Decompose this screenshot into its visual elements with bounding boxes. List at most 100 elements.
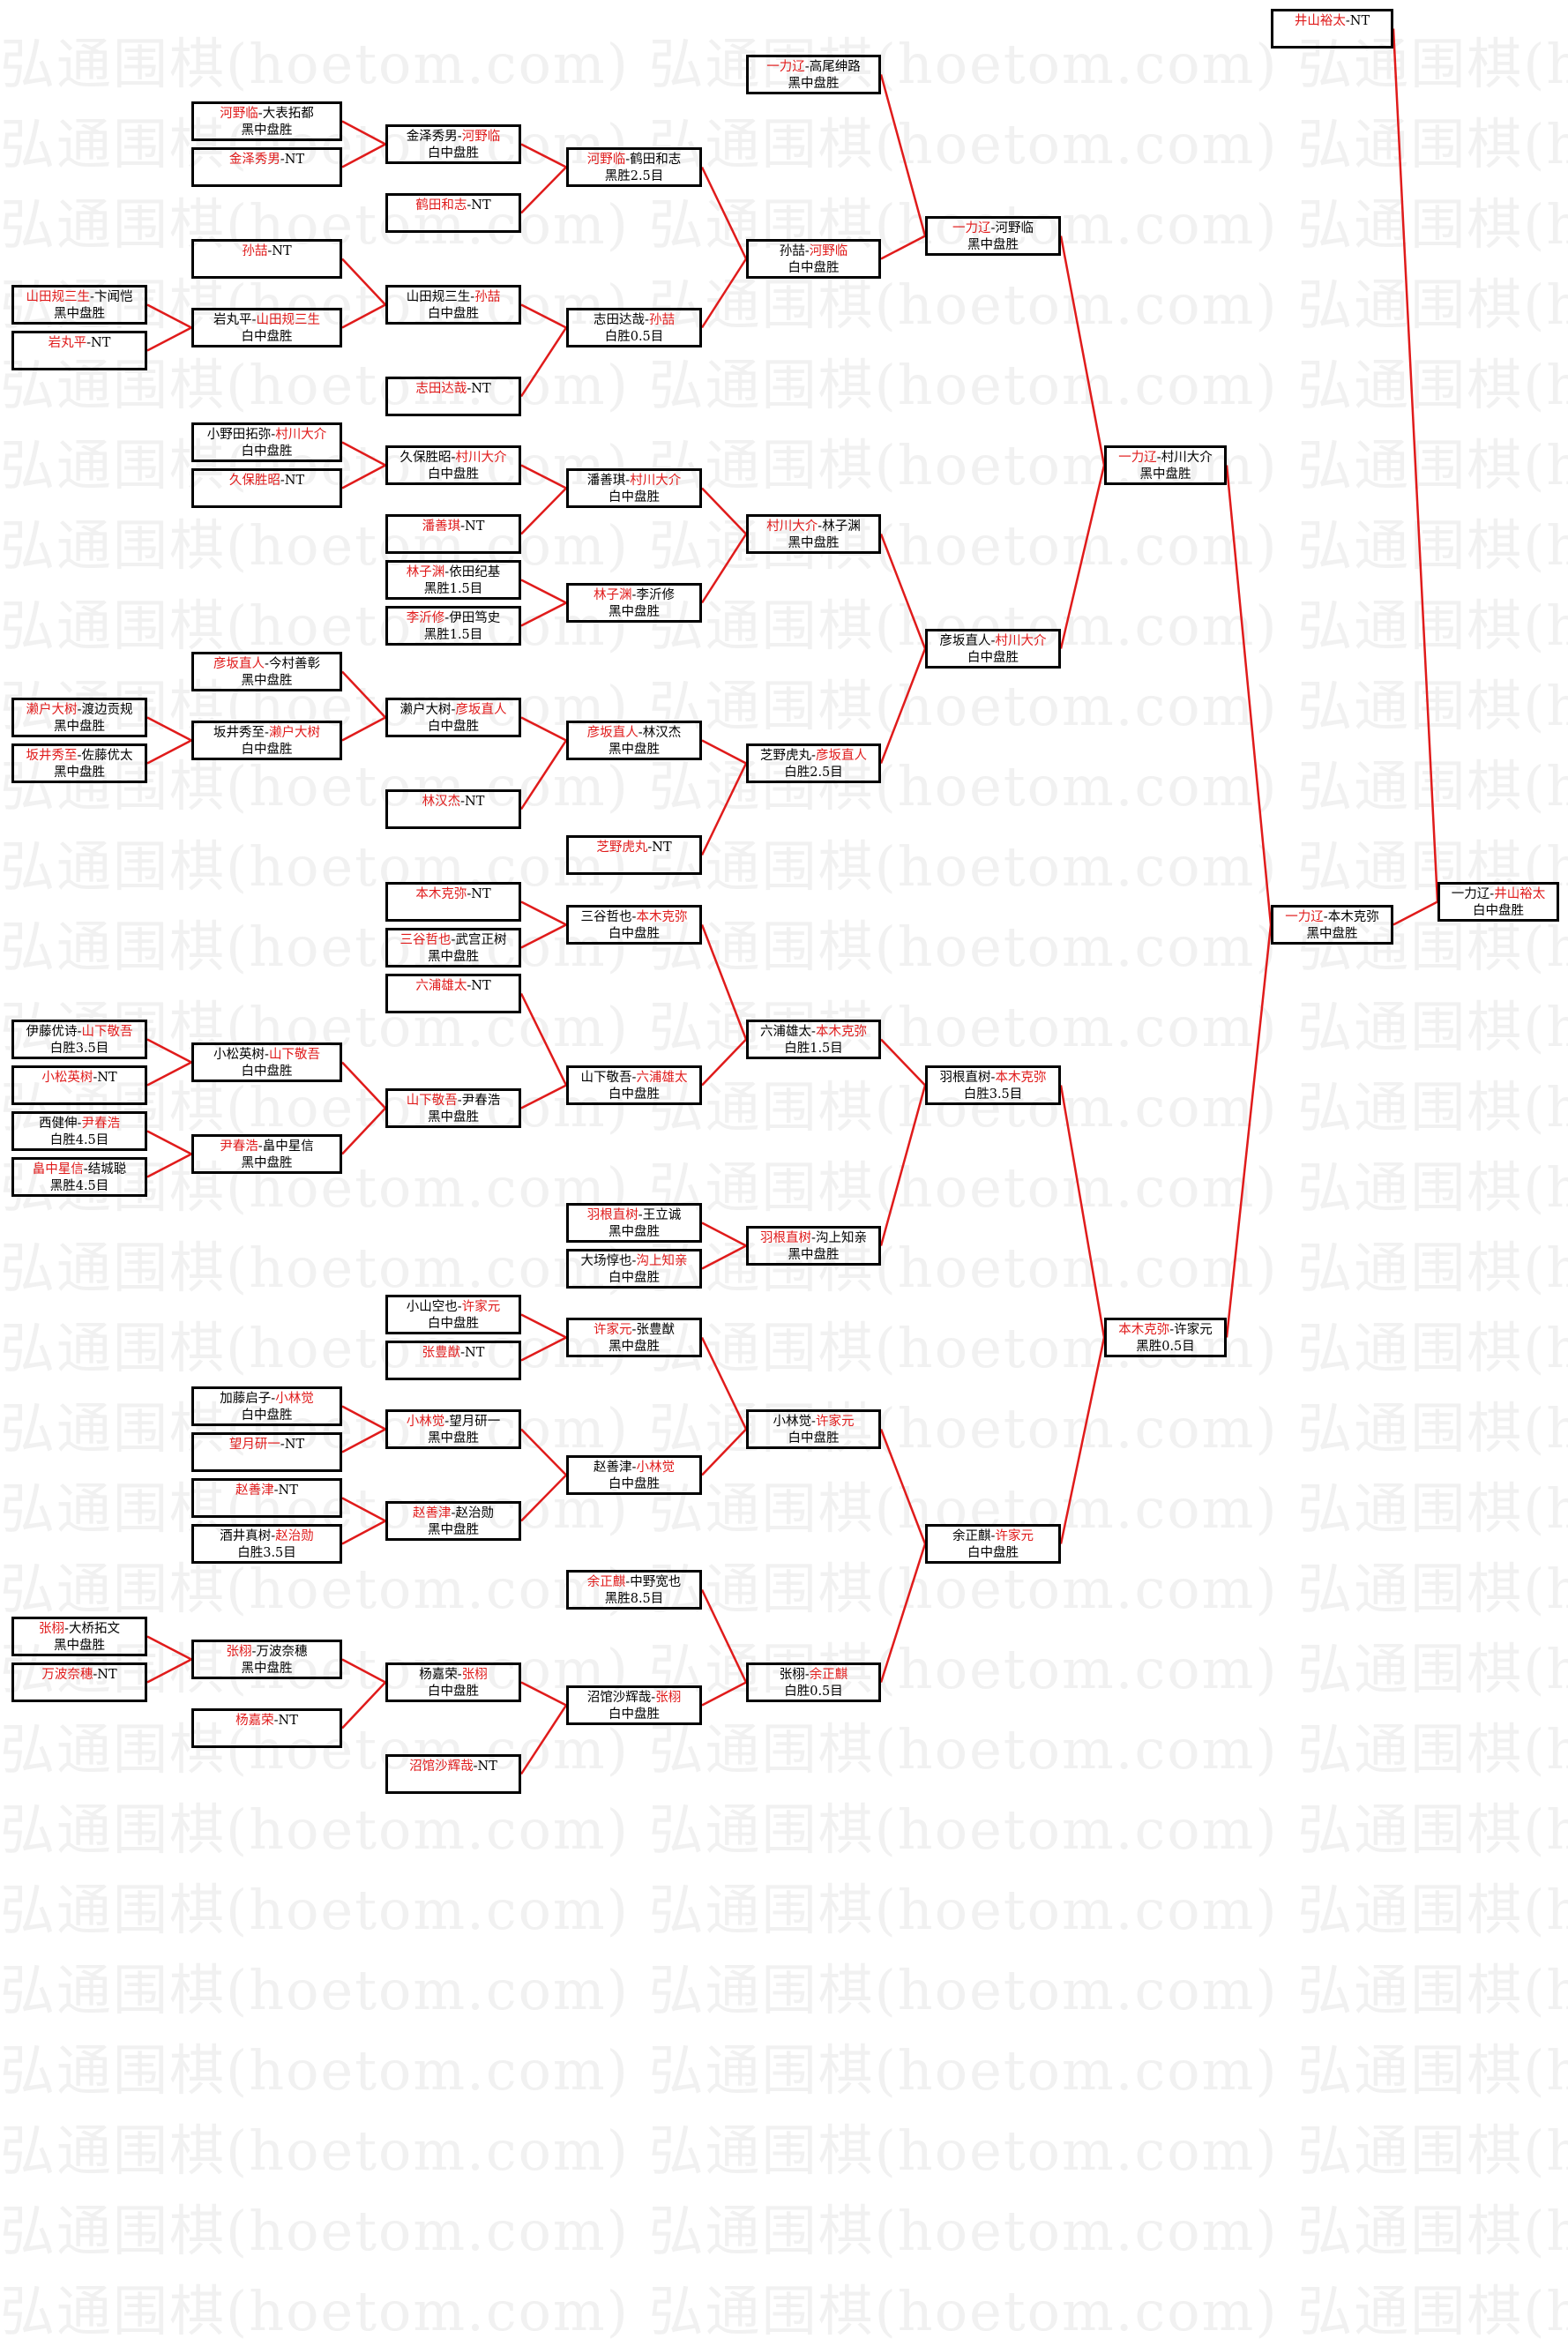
match-players: 久保胜昭-村川大介 [388,450,519,467]
match-players: 赵善津-小林觉 [569,1460,699,1476]
match-players: 山田规三生-孙喆 [388,289,519,306]
player-2: 尹春浩 [461,1094,501,1108]
player-1: 六浦雄太 [760,1025,812,1039]
connector-line [520,143,567,168]
match-players: 潘善琪-NT [388,519,519,535]
match-players: 张栩-万波奈穗 [194,1644,340,1661]
player-separator: - [811,749,816,763]
player-2: NT [471,198,491,213]
connector-line [341,464,386,489]
player-separator: - [990,634,996,648]
connector-line [341,1428,386,1453]
match-players: 小松英树-山下敬吾 [194,1047,340,1064]
connector-line [1225,465,1273,925]
player-1: 张栩 [226,1645,252,1659]
match-box: 酒井真树-赵治勋白胜3.5目 [191,1524,342,1564]
match-players: 伊藤优诗-山下敬吾 [14,1024,145,1041]
connector-line [520,579,567,604]
player-1: 赵善津 [235,1483,274,1498]
player-1: 望月研一 [228,1438,280,1452]
player-2: 本木克弥 [815,1025,867,1039]
player-1: 孙喆 [242,244,268,258]
player-1: 岩丸平 [48,336,87,350]
player-2: 鹤田和志 [630,153,682,167]
match-result: 黑中盘胜 [609,1225,660,1239]
player-1: 鹤田和志 [415,198,467,213]
connector-line [341,1681,386,1730]
match-box: 小山空也-许家元白中盘胜 [385,1295,521,1334]
match-box: 芝野虎丸-彦坂直人白胜2.5目 [746,743,881,783]
player-2: 林汉杰 [642,726,682,740]
match-result: 白中盘胜 [428,1317,479,1331]
player-1: 小松英树 [213,1048,265,1062]
player-separator: - [811,1025,816,1039]
player-2: 武宫正树 [455,933,507,947]
player-1: 小林觉 [773,1415,812,1429]
player-2: 中野宽也 [630,1575,682,1589]
match-box: 六浦雄太-本木克弥白胜1.5目 [746,1020,881,1059]
connector-line [520,923,567,949]
player-separator: - [818,519,823,534]
match-result [194,489,340,506]
match-box: 张栩-大桥拓文黑中盘胜 [11,1617,147,1656]
player-separator: - [77,1025,82,1039]
player-1: 志田达哉 [594,313,646,327]
player-1: 久保胜昭 [228,474,280,488]
connector-line [1059,235,1106,466]
player-2: NT [278,1714,298,1728]
match-players: 李沂修-伊田笃史 [388,610,519,627]
match-result: 白胜2.5目 [784,766,843,780]
match-result: 白中盘胜 [967,1546,1019,1560]
match-result [194,1730,340,1746]
player-1: 彦坂直人 [213,657,265,671]
player-2: 李沂修 [636,588,675,602]
player-2: 山下敬吾 [81,1025,133,1039]
player-2: NT [97,1071,117,1085]
player-1: 一力辽 [1118,451,1157,465]
player-separator: - [77,703,82,717]
player-1: 一力辽 [1285,910,1324,924]
match-players: 杨嘉荣-张栩 [388,1667,519,1684]
player-1: 岩丸平 [213,313,252,327]
player-1: 芝野虎丸 [596,841,648,855]
match-box: 沼馆沙辉哉-张栩白中盘胜 [566,1685,702,1725]
match-result: 白中盘胜 [428,720,479,734]
match-players: 小山空也-许家元 [388,1299,519,1316]
match-box: 尹春浩-畠中星信黑中盘胜 [191,1134,342,1174]
player-1: 小山空也 [406,1300,458,1314]
match-result: 黑中盘胜 [609,605,660,619]
match-result: 白中盘胜 [788,1431,840,1446]
player-separator: - [990,1529,996,1543]
player-1: 小林觉 [406,1415,445,1429]
player-1: 赵善津 [413,1506,452,1520]
match-box: 鹤田和志-NT [385,193,521,233]
player-separator: - [473,1760,478,1774]
player-1: 三谷哲也 [580,910,632,924]
connector-line [520,1681,567,1707]
player-1: 濑户大树 [26,703,78,717]
player-1: 李沂修 [406,611,445,625]
player-2: 高尾绅路 [809,60,861,74]
player-separator: - [444,611,450,625]
connector-line [700,258,748,329]
match-players: 井山裕太-NT [1273,13,1391,30]
match-result: 黑中盘胜 [788,536,840,550]
connector-line [146,1061,192,1087]
match-box: 加藤启子-小林觉白中盘胜 [191,1386,342,1426]
player-2: 河野临 [809,244,848,258]
match-players: 六浦雄太-NT [388,978,519,995]
connector-line [700,1336,748,1431]
match-box: 山田规三生-卞闻恺黑中盘胜 [11,285,147,325]
player-1: 本木克弥 [415,887,467,901]
player-separator: - [64,1622,69,1636]
match-box: 坂井秀至-佐藤优太黑中盘胜 [11,743,147,783]
match-players: 彦坂直人-村川大介 [928,633,1058,650]
connector-line [146,326,192,352]
match-box: 小林觉-许家元白中盘胜 [746,1409,881,1449]
match-players: 万波奈穗-NT [14,1667,145,1684]
match-result: 白胜3.5目 [963,1087,1023,1102]
connector-line [519,326,568,398]
match-box: 河野临-大表拓都黑中盘胜 [191,101,342,141]
match-players: 小林觉-许家元 [749,1414,878,1431]
match-box: 杨嘉荣-NT [191,1708,342,1748]
